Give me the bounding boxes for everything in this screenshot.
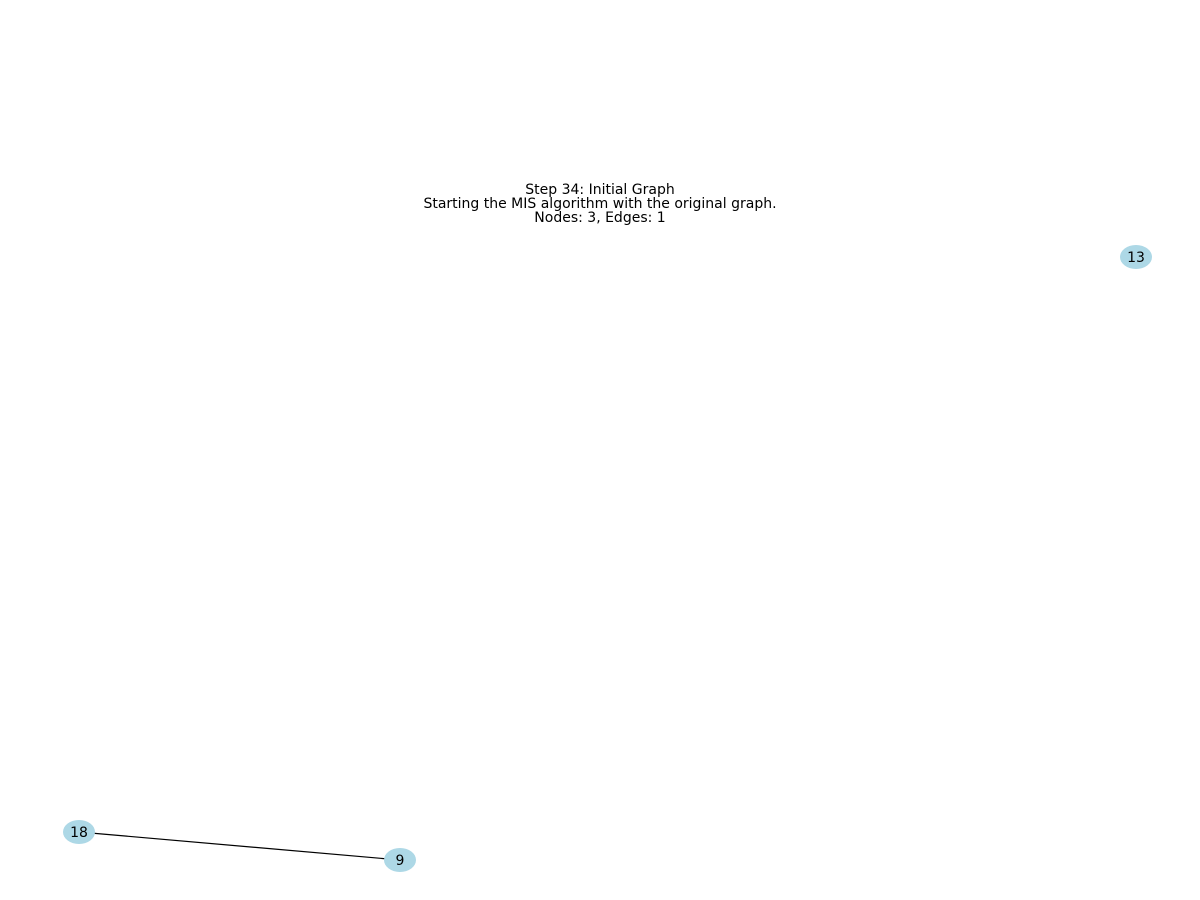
title-description: Starting the MIS algorithm with the orig… (423, 196, 777, 212)
node-18: 18 (63, 820, 95, 844)
node-13: 13 (1120, 245, 1152, 269)
edges-layer (78, 831, 401, 861)
title-block: Step 34: Initial Graph Starting the MIS … (0, 183, 1200, 225)
node-9-circle (384, 848, 416, 872)
node-13-circle (1120, 245, 1152, 269)
nodes-layer: 13 18 9 (63, 245, 1152, 872)
node-9-label: 9 (396, 853, 405, 869)
title-step: Step 34: Initial Graph (525, 182, 675, 198)
node-13-label: 13 (1127, 250, 1145, 266)
node-9: 9 (384, 848, 416, 872)
node-18-circle (63, 820, 95, 844)
title-counts: Nodes: 3, Edges: 1 (534, 210, 666, 226)
edge-18-9 (78, 831, 401, 861)
node-18-label: 18 (70, 825, 88, 841)
